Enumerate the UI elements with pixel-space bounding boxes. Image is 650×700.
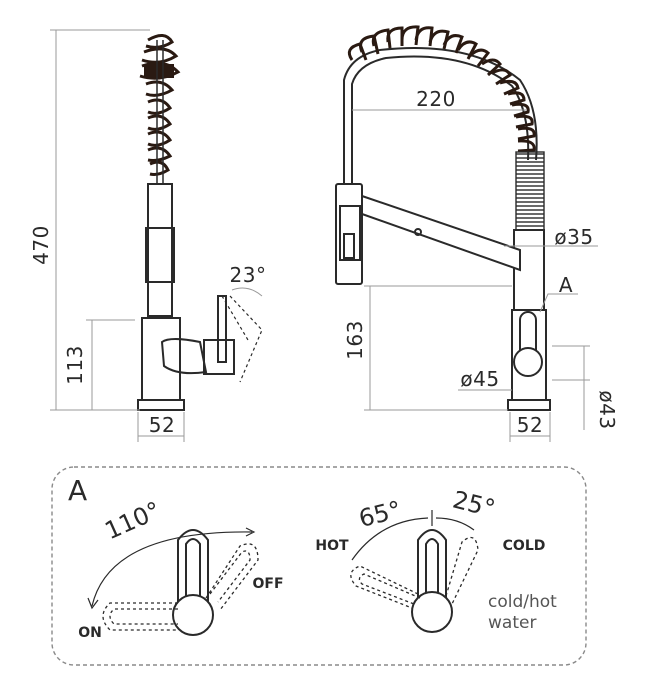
detail-off-label: OFF — [252, 576, 283, 592]
dimension-handle-height: 113 — [63, 345, 87, 385]
dimension-base-diameter: ø43 — [595, 390, 619, 429]
detail-on-off-lever — [87, 527, 259, 636]
detail-hot-label: HOT — [315, 538, 349, 554]
detail-on-label: ON — [78, 625, 102, 641]
front-view — [335, 25, 551, 411]
detail-note-line2: water — [488, 613, 536, 633]
dimension-spout-reach: 220 — [416, 87, 456, 111]
detail-note-line1: cold/hot — [488, 592, 557, 612]
detail-hot-angle: 65° — [356, 496, 404, 533]
dimension-hose-diameter: ø35 — [554, 225, 593, 249]
side-view-spring — [139, 34, 181, 176]
dimension-handle-angle: 23° — [230, 263, 267, 287]
dimension-height-total: 470 — [29, 225, 53, 265]
dimension-base-width-side: 52 — [149, 413, 175, 437]
front-view-spring — [347, 25, 536, 153]
detail-panel-border — [51, 466, 587, 666]
side-view-dimensions — [50, 29, 263, 442]
detail-cold-label: COLD — [503, 538, 546, 554]
dimension-detail-marker: A — [559, 273, 573, 297]
dimension-base-width-front: 52 — [517, 413, 543, 437]
detail-temperature-lever — [350, 510, 479, 633]
dimension-spout-height: 163 — [343, 320, 367, 360]
dimension-body-diameter: ø45 — [460, 367, 499, 391]
front-view-dimensions — [352, 109, 598, 442]
detail-cold-angle: 25° — [450, 486, 498, 523]
detail-on-off-angle: 110° — [101, 496, 165, 545]
side-view — [137, 34, 263, 411]
detail-title: A — [68, 474, 87, 507]
